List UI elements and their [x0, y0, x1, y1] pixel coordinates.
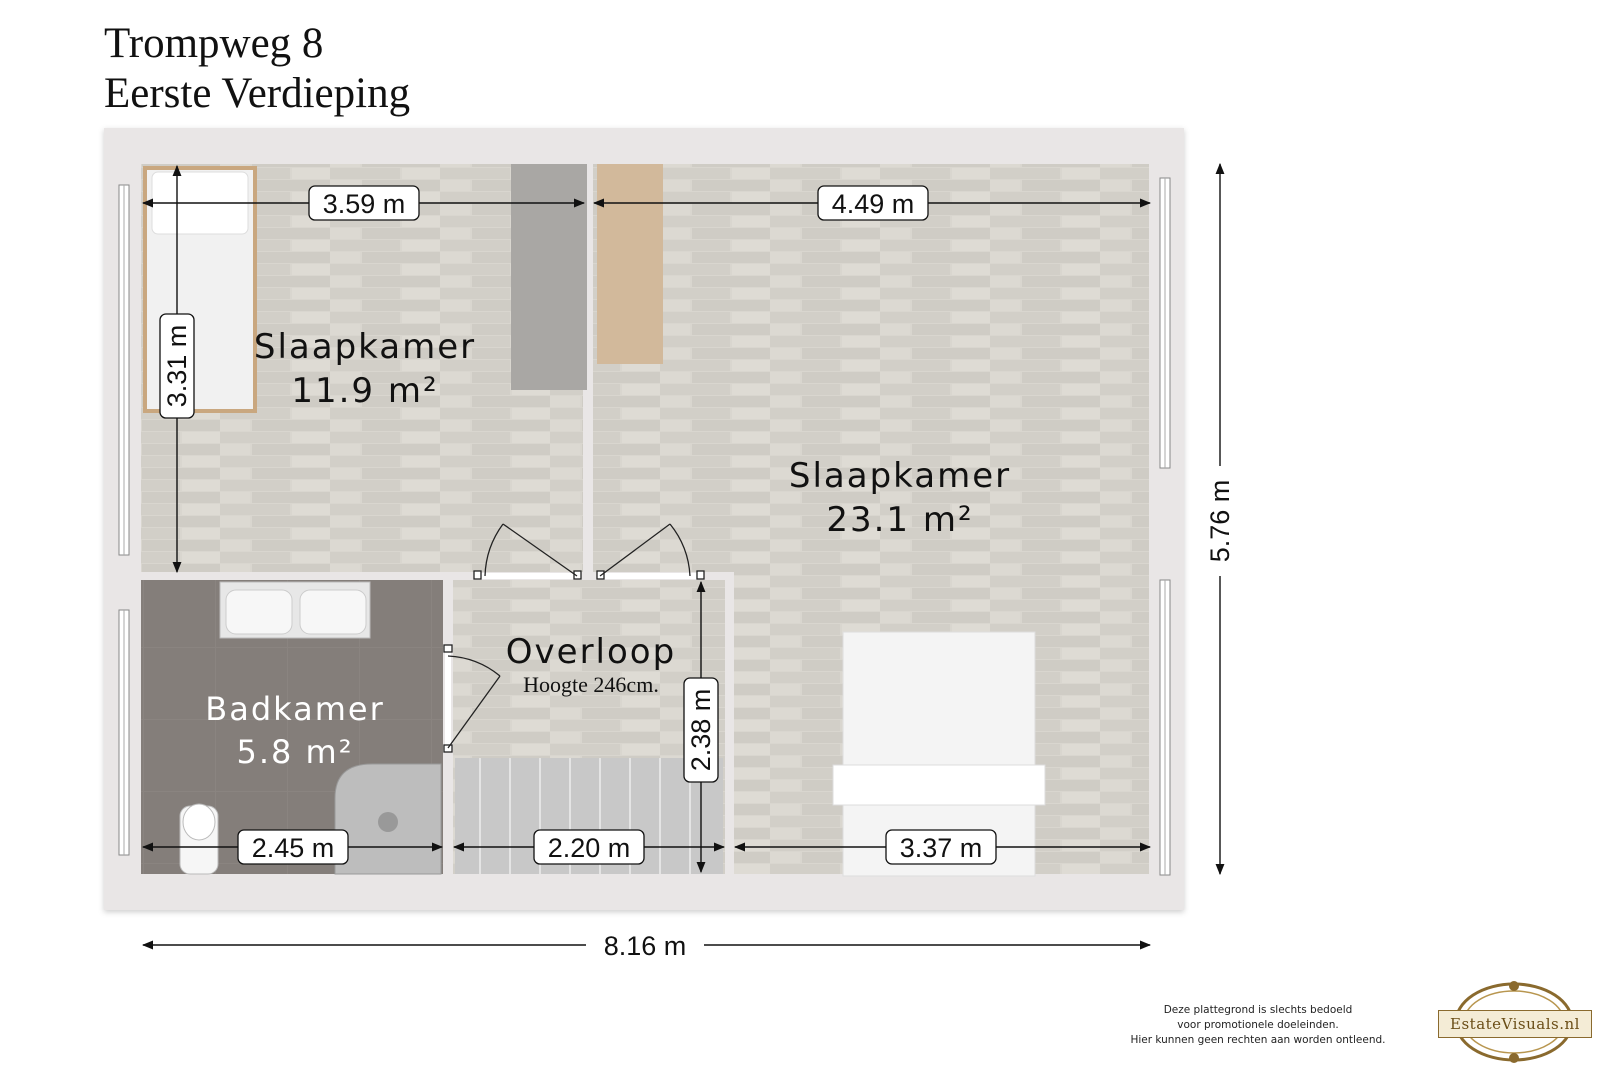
- dim-landing-depth: 2.38 m: [686, 689, 716, 772]
- window-right-top: [1159, 177, 1171, 469]
- dim-bedroom-large-bottom: 3.37 m: [900, 833, 983, 863]
- door-bathroom: [443, 644, 501, 753]
- logo-text: EstateVisuals.nl: [1438, 1010, 1592, 1038]
- disclaimer-line-1: Deze plattegrond is slechts bedoeld: [1163, 1004, 1353, 1016]
- dim-total-width: 8.16 m: [604, 931, 687, 961]
- dim-bedroom-small-width: 3.59 m: [323, 189, 406, 219]
- dim-box-bedroom-large-bottom: [885, 829, 997, 865]
- dim-total-depth: 5.76 m: [1205, 480, 1235, 563]
- dim-box-landing-width: [533, 829, 645, 865]
- room-area-bathroom: 5.8 m²: [236, 733, 353, 771]
- door-bedroom-small: [473, 523, 582, 580]
- dim-bedroom-large-width: 4.49 m: [832, 189, 915, 219]
- dim-box-bedroom-small-width: [308, 185, 420, 221]
- wardrobe-wood: [597, 164, 663, 364]
- dim-gap-total-depth: [1204, 466, 1236, 576]
- room-area-bedroom-large: 23.1 m²: [826, 500, 973, 540]
- window-left-top: [118, 184, 130, 556]
- wardrobe-grey: [511, 164, 587, 390]
- door-bedroom-large: [596, 523, 705, 580]
- window-right-bottom: [1159, 579, 1171, 876]
- shower: [334, 763, 442, 875]
- wall-bath-top: [141, 572, 593, 580]
- disclaimer-line-2: voor promotionele doeleinden.: [1177, 1019, 1339, 1031]
- floor-title: Eerste Verdieping: [104, 70, 411, 117]
- room-area-bedroom-small: 11.9 m²: [291, 371, 438, 411]
- wall-landing-right: [725, 572, 734, 874]
- room-name-bedroom-large: Slaapkamer: [789, 456, 1011, 496]
- dim-box-bedroom-large-width: [817, 185, 929, 221]
- disclaimer: Deze plattegrond is slechts bedoeld voor…: [1108, 1003, 1408, 1048]
- room-name-bedroom-small: Slaapkamer: [254, 327, 476, 367]
- address-title: Trompweg 8: [104, 20, 324, 67]
- dim-box-bedroom-small-depth: [159, 313, 195, 419]
- dim-gap-total-width: [586, 930, 704, 960]
- dim-bedroom-small-depth: 3.31 m: [162, 325, 192, 408]
- dim-bathroom-width: 2.45 m: [252, 833, 335, 863]
- landing-height-note: Hoogte 246cm.: [523, 672, 659, 697]
- wall-bedrooms: [583, 164, 593, 580]
- double-sink: [219, 581, 371, 639]
- room-name-bathroom: Badkamer: [205, 690, 384, 728]
- disclaimer-line-3: Hier kunnen geen rechten aan worden ontl…: [1130, 1034, 1386, 1046]
- toilet: [179, 803, 219, 875]
- window-left-bottom: [118, 609, 130, 856]
- dim-box-bathroom-width: [237, 829, 349, 865]
- room-name-landing: Overloop: [506, 632, 676, 672]
- dim-landing-width: 2.20 m: [548, 833, 631, 863]
- dim-box-landing-depth: [683, 677, 719, 783]
